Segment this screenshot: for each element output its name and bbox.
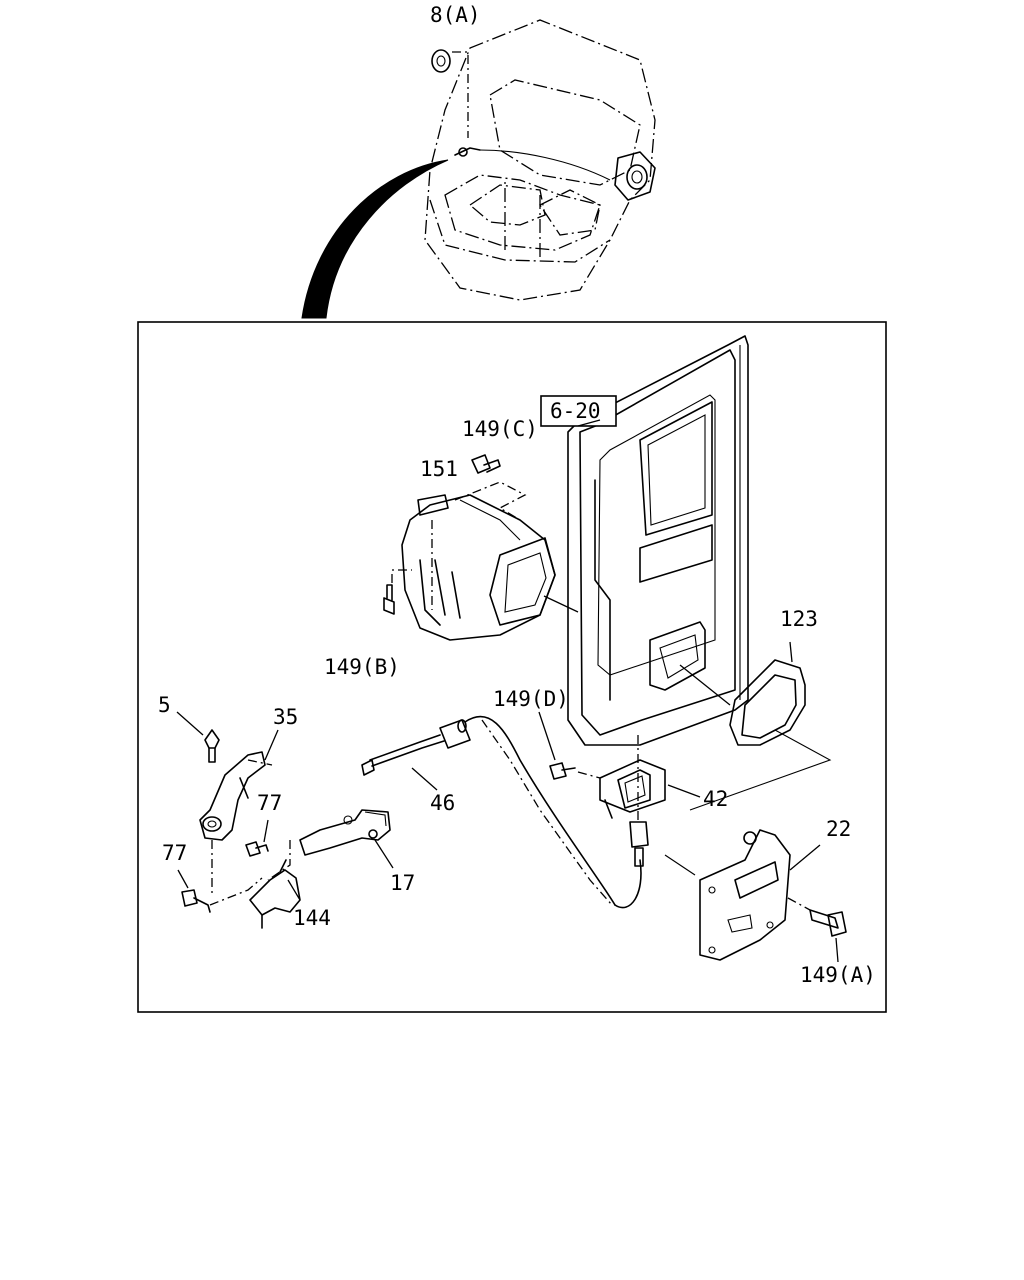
- latch-housing-151: [401, 494, 556, 641]
- bolt-149d-icon: [549, 762, 576, 780]
- label-42: 42: [703, 787, 728, 811]
- ref-box: [540, 395, 617, 427]
- label-149a: 149(A): [800, 963, 876, 987]
- label-149b: 149(B): [324, 655, 400, 679]
- label-77-lower: 77: [162, 841, 187, 865]
- label-5: 5: [158, 693, 171, 717]
- bolt-149a-icon: [809, 909, 847, 937]
- label-35: 35: [273, 705, 298, 729]
- bolt-149b-icon: [383, 584, 395, 615]
- bolt-77b-icon: [181, 889, 211, 913]
- detail-frame: [137, 321, 887, 1013]
- clip-5-icon: [204, 729, 220, 763]
- seal-123: [729, 659, 806, 746]
- label-6-20: 6-20: [550, 399, 601, 423]
- label-149c: 149(C): [462, 417, 538, 441]
- switch-connector-icon: [629, 821, 649, 867]
- release-cable-46: [343, 715, 642, 909]
- bolt-77a-icon: [245, 841, 269, 857]
- label-8a: 8(A): [430, 3, 481, 27]
- bolt-149c-icon: [471, 454, 501, 474]
- label-144: 144: [293, 906, 331, 930]
- handle-17: [299, 809, 391, 856]
- cab-rear-panel: [567, 335, 749, 746]
- label-151: 151: [420, 457, 458, 481]
- lever-35: [199, 751, 266, 841]
- label-22: 22: [826, 817, 851, 841]
- label-17: 17: [390, 871, 415, 895]
- label-46: 46: [430, 791, 455, 815]
- label-149d: 149(D): [493, 687, 569, 711]
- cab-overview: [301, 19, 656, 319]
- grommet-8a-icon: [431, 49, 451, 73]
- bracket-22: [699, 829, 791, 961]
- striker-42: [599, 759, 666, 819]
- cab-latch-icon: [614, 151, 656, 201]
- detail-pointer-arrow: [301, 159, 449, 319]
- label-77-upper: 77: [257, 791, 282, 815]
- label-123: 123: [780, 607, 818, 631]
